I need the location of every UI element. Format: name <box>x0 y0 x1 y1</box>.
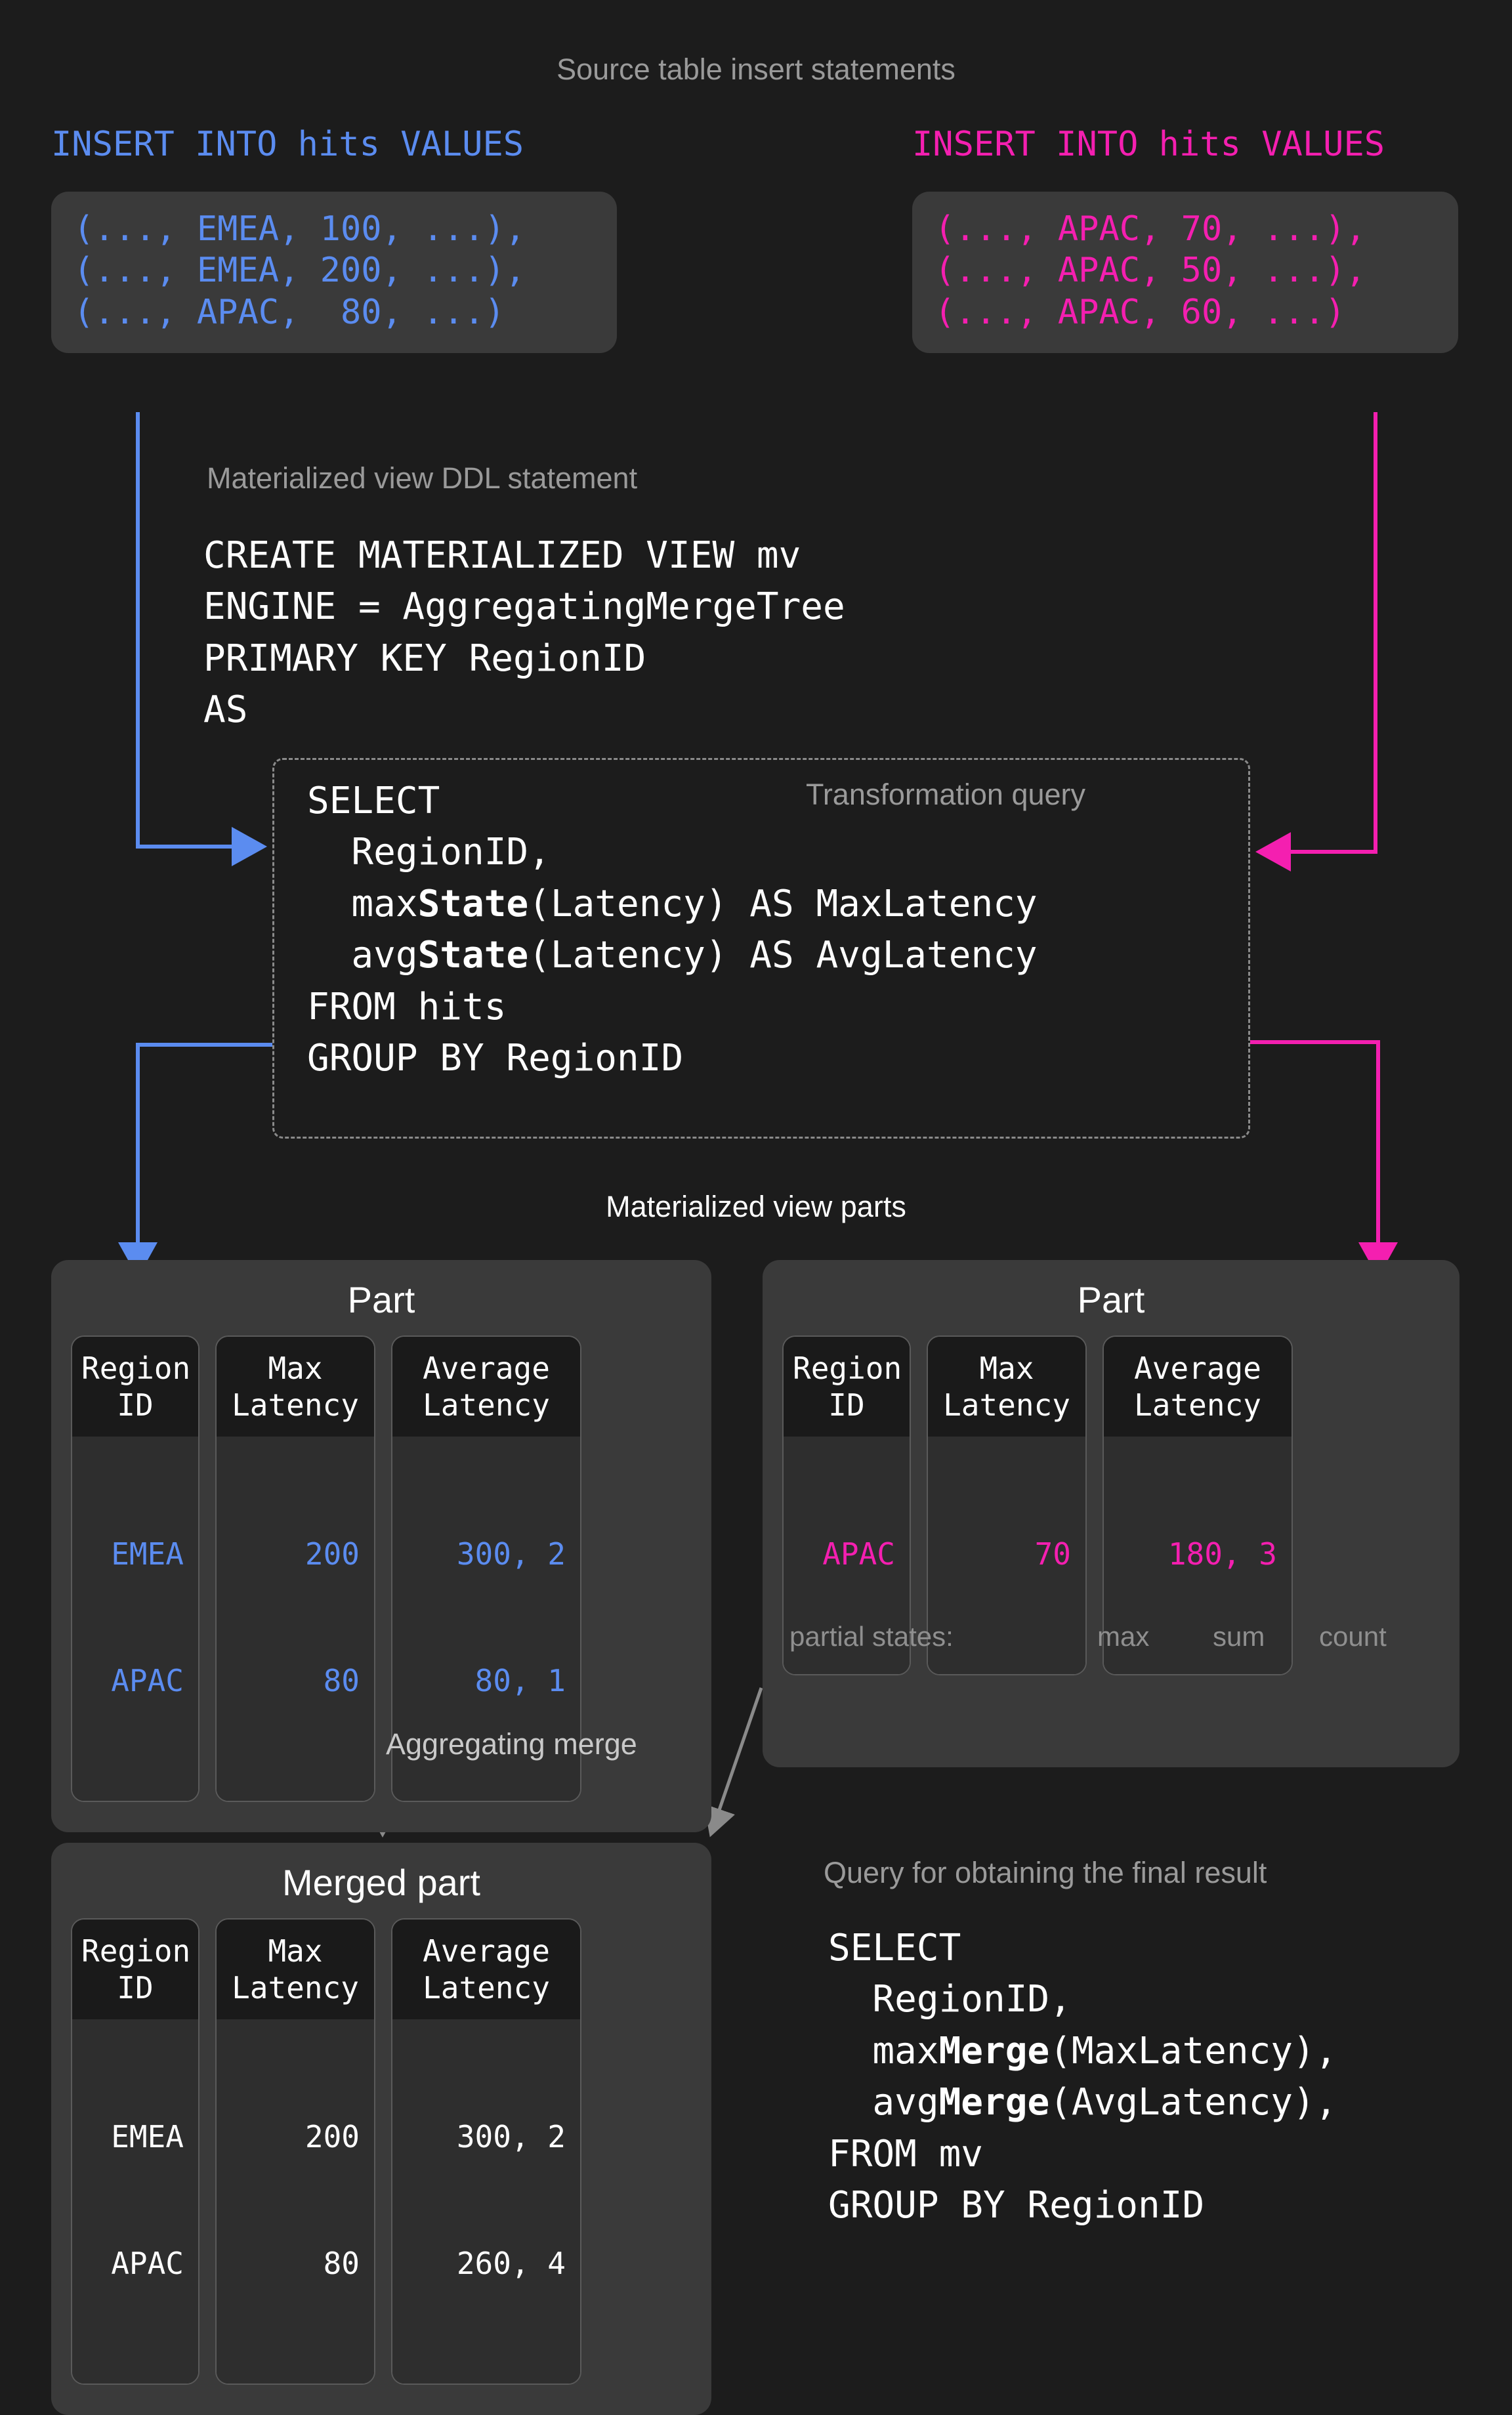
column-header: Average Latency <box>1104 1337 1292 1437</box>
column-header: Max Latency <box>217 1920 374 2020</box>
materialized-view-parts-label: Materialized view parts <box>0 1190 1512 1224</box>
merged-part-title: Merged part <box>282 1862 480 1903</box>
materialized-view-parts-text: Materialized view parts <box>606 1190 906 1223</box>
wire-query-to-right-part <box>1250 1040 1398 1278</box>
merged-part-columns: Region ID EMEA APAC Max Latency 200 80 A… <box>51 1918 711 2415</box>
left-insert-values-box: (..., EMEA, 100, ...), (..., EMEA, 200, … <box>51 192 617 354</box>
table-cell: 70 <box>1034 1536 1071 1572</box>
left-insert-row: (..., EMEA, 200, ...), <box>74 251 526 291</box>
column-header: Average Latency <box>392 1337 580 1437</box>
wire-query-to-left-part <box>118 1043 272 1278</box>
table-cell: 200 <box>304 1536 360 1572</box>
column-body: 200 80 <box>217 2019 374 2384</box>
part-card-left: Part Region ID EMEA APAC Max Latency 200… <box>51 1260 711 1833</box>
part-title: Part <box>1077 1279 1145 1320</box>
partial-states-count: count <box>1319 1621 1387 1652</box>
table-cell: 200 <box>304 2119 360 2154</box>
column-average-latency: Average Latency 180, 3 <box>1102 1335 1293 1676</box>
column-body: EMEA APAC <box>72 1437 198 1801</box>
table-cell: APAC <box>111 1663 184 1699</box>
column-header: Max Latency <box>217 1337 374 1437</box>
column-average-latency: Average Latency 300, 2 80, 1 <box>391 1335 581 1803</box>
table-cell: 300, 2 <box>456 2119 566 2154</box>
column-header: Region ID <box>72 1337 198 1437</box>
column-header: Region ID <box>72 1920 198 2020</box>
table-cell: 80 <box>323 1663 360 1699</box>
table-cell: APAC <box>822 1536 895 1572</box>
right-insert-header: INSERT INTO hits VALUES <box>912 125 1385 164</box>
column-header: Max Latency <box>928 1337 1085 1437</box>
transformation-query-label: Transformation query <box>806 778 1086 811</box>
right-insert-row: (..., APAC, 60, ...) <box>934 292 1346 332</box>
column-region-id: Region ID EMEA APAC <box>71 1335 200 1803</box>
column-body: 300, 2 260, 4 <box>392 2019 580 2384</box>
aggregating-merge-label: Aggregating merge <box>386 1727 637 1761</box>
column-body: 300, 2 80, 1 <box>392 1437 580 1801</box>
table-cell: 300, 2 <box>456 1536 566 1572</box>
ddl-code: CREATE MATERIALIZED VIEW mv ENGINE = Agg… <box>203 534 845 732</box>
table-cell: APAC <box>111 2246 184 2282</box>
table-cell: 80 <box>323 2246 360 2282</box>
part-title: Part <box>347 1279 415 1320</box>
part-columns: Region ID APAC Max Latency 70 Average La… <box>763 1335 1460 1767</box>
column-header: Average Latency <box>392 1920 580 2020</box>
page-title: Source table insert statements <box>0 52 1512 87</box>
column-body: 180, 3 <box>1104 1437 1292 1675</box>
right-insert-values-box: (..., APAC, 70, ...), (..., APAC, 50, ..… <box>912 192 1458 354</box>
column-body: 200 80 <box>217 1437 374 1801</box>
partial-states-sum: sum <box>1213 1621 1265 1652</box>
left-insert-header: INSERT INTO hits VALUES <box>51 125 524 164</box>
column-body: APAC <box>784 1437 910 1675</box>
column-header: Region ID <box>784 1337 910 1437</box>
diagram-canvas: Source table insert statements INSERT IN… <box>0 52 1512 2415</box>
final-query-label: Query for obtaining the final result <box>824 1856 1267 1889</box>
ddl-label: Materialized view DDL statement <box>207 461 638 495</box>
right-insert-row: (..., APAC, 50, ...), <box>934 251 1366 291</box>
part-columns: Region ID EMEA APAC Max Latency 200 80 A… <box>51 1335 711 1832</box>
wire-right-insert-to-query <box>1255 412 1377 872</box>
final-query-code: SELECT RegionID, maxMerge(MaxLatency), a… <box>828 1927 1337 2227</box>
table-cell: EMEA <box>111 2119 184 2154</box>
partial-states-max: max <box>1097 1621 1150 1652</box>
partial-states-label: partial states: <box>789 1621 954 1652</box>
transformation-query-code: SELECT RegionID, maxState(Latency) AS Ma… <box>307 780 1038 1080</box>
left-insert-row: (..., APAC, 80, ...) <box>74 292 505 332</box>
column-max-latency: Max Latency 70 <box>927 1335 1087 1676</box>
table-cell: 260, 4 <box>456 2246 566 2282</box>
page-title-text: Source table insert statements <box>556 52 956 86</box>
column-body: EMEA APAC <box>72 2019 198 2384</box>
merged-part-card: Merged part Region ID EMEA APAC Max Late… <box>51 1843 711 2415</box>
part-card-right: Part Region ID APAC Max Latency 70 Avera… <box>763 1260 1460 1768</box>
wire-right-part-to-merged <box>704 1687 763 1838</box>
right-insert-row: (..., APAC, 70, ...), <box>934 209 1366 249</box>
left-insert-row: (..., EMEA, 100, ...), <box>74 209 526 249</box>
transformation-query-box <box>272 758 1250 1139</box>
column-region-id: Region ID APAC <box>782 1335 911 1676</box>
column-max-latency: Max Latency 200 80 <box>215 1335 375 1803</box>
table-cell: EMEA <box>111 1536 184 1572</box>
column-body: 70 <box>928 1437 1085 1675</box>
table-cell: 180, 3 <box>1167 1536 1277 1572</box>
table-cell: 80, 1 <box>474 1663 566 1699</box>
